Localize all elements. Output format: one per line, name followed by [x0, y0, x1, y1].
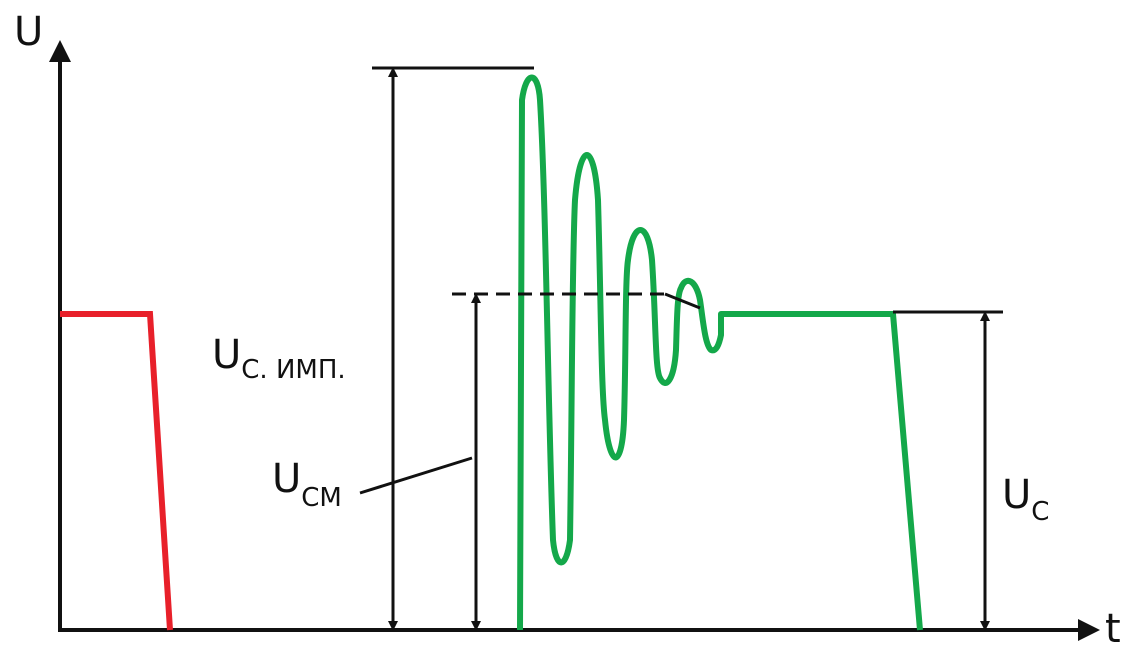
y-axis-arrow — [49, 40, 71, 62]
x-axis-arrow — [1078, 619, 1100, 641]
u-cm-leader-line — [359, 456, 473, 495]
x-axis-label: t — [1105, 606, 1121, 652]
u-c-label: UC — [1002, 472, 1049, 527]
y-axis-label: U — [14, 9, 43, 55]
control-signal-line — [60, 311, 173, 631]
voltage-signal-line — [517, 74, 923, 631]
mean-level-connector — [664, 292, 701, 310]
u-cm-label: UCM — [272, 456, 342, 513]
u-c-imp-label: UC. ИМП. — [212, 332, 346, 385]
